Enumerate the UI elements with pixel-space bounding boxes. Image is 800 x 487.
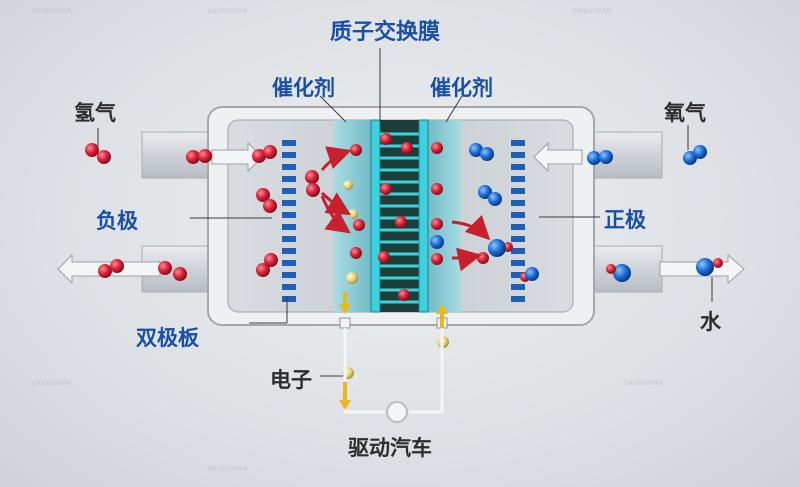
- watermark: SAIDUOFAN: [32, 8, 72, 15]
- label-water: 水: [700, 310, 721, 334]
- catalyst-layer-right: [425, 120, 461, 312]
- proton-exchange-membrane: [370, 119, 429, 313]
- label-oxygen: 氧气: [664, 101, 706, 125]
- label-hydrogen: 氢气: [74, 101, 116, 125]
- label-cathode: 正极: [604, 208, 646, 232]
- watermark: SAIDUOFAN: [208, 8, 248, 15]
- watermark: SAIDUOFAN: [32, 380, 72, 387]
- watermark: SAIDUOFAN: [624, 380, 664, 387]
- label-catalyst-left: 催化剂: [272, 76, 335, 100]
- oxygen-molecules: [430, 143, 723, 282]
- bipolar-plate-right: [511, 140, 525, 302]
- external-circuit: [339, 292, 448, 423]
- label-proton-exchange-membrane: 质子交换膜: [330, 20, 441, 45]
- label-catalyst-right: 催化剂: [430, 76, 493, 100]
- label-drive-car: 驱动汽车: [348, 436, 432, 460]
- watermark: SAIDUOFAN: [572, 8, 612, 15]
- reaction-arrows: [320, 146, 491, 272]
- load-bulb: [386, 401, 408, 423]
- proton-particles: [350, 133, 530, 301]
- bipolar-plate-left: [282, 140, 296, 302]
- hydrogen-molecules: [85, 143, 320, 281]
- watermark: SAIDUOFAN: [208, 466, 248, 473]
- label-bipolar-plate: 双极板: [136, 326, 199, 350]
- leader-lines: [97, 48, 713, 377]
- label-anode: 负极: [96, 209, 138, 233]
- label-electron: 电子: [270, 368, 312, 392]
